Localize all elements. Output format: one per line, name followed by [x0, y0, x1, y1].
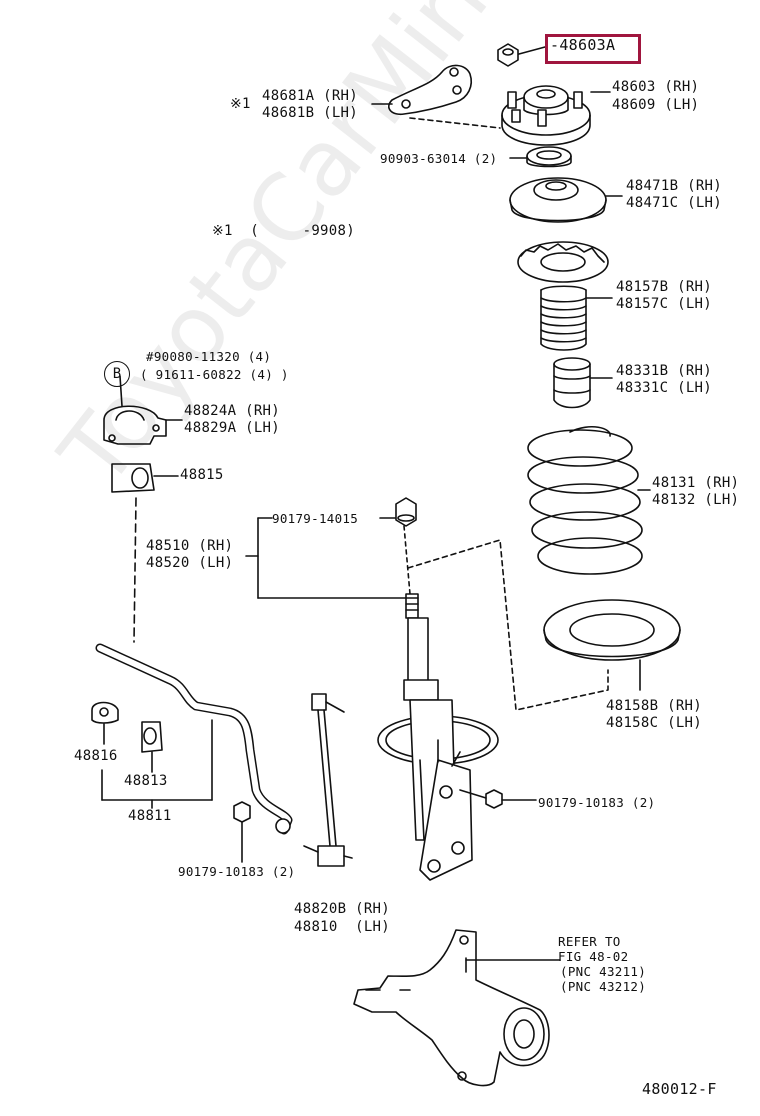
note-line: ※1 ( -9908) [212, 223, 355, 239]
part-48603a-label[interactable]: -48603A [550, 36, 616, 54]
bearing-icon [509, 146, 572, 168]
highlight-box [545, 34, 641, 64]
part-48813-label[interactable]: 48813 [124, 773, 168, 789]
part-48157c-label[interactable]: 48157C (LH) [616, 296, 713, 312]
note-mark: ※1 [230, 96, 251, 112]
bracket-lines [101, 719, 213, 809]
strut-nut-icon [379, 497, 417, 595]
spring-upper-seat-icon [509, 177, 623, 223]
part-90903-label[interactable]: 90903-63014 (2) [380, 151, 498, 166]
support-bracket-icon [371, 64, 501, 129]
part-48829a-label[interactable]: 48829A (LH) [184, 420, 281, 436]
part-48510-label[interactable]: 48510 (RH) [146, 538, 234, 554]
spring-lower-insulator-icon [407, 539, 681, 711]
clamp-icon [91, 701, 119, 745]
part-48157b-label[interactable]: 48157B (RH) [616, 279, 713, 295]
part-48815-label[interactable]: 48815 [180, 467, 224, 483]
part-48609-label[interactable]: 48609 (LH) [612, 97, 700, 113]
refer-line-1[interactable]: REFER TO [558, 934, 621, 949]
stabilizer-link-icon [303, 693, 353, 867]
part-48132-label[interactable]: 48132 (LH) [652, 492, 740, 508]
refer-line-2[interactable]: FIG 48-02 [558, 949, 629, 964]
part-48681b-label[interactable]: 48681B (LH) [262, 105, 359, 121]
strut-leader [245, 517, 407, 599]
refer-line-3: (PNC 43211) [560, 964, 647, 979]
part-91611-label[interactable]: ( 91611-60822 (4) ) [140, 367, 289, 382]
part-48331c-label[interactable]: 48331C (LH) [616, 380, 713, 396]
part-48810-label[interactable]: 48810 (LH) [294, 919, 391, 935]
part-48603-label[interactable]: 48603 (RH) [612, 79, 700, 95]
stabilizer-bar-icon [95, 497, 293, 835]
part-48158c-label[interactable]: 48158C (LH) [606, 715, 703, 731]
part-48816-label[interactable]: 48816 [74, 748, 118, 764]
part-90179-10183-right-label[interactable]: 90179-10183 (2) [538, 795, 656, 810]
part-48158b-label[interactable]: 48158B (RH) [606, 698, 703, 714]
part-90179-14015-label[interactable]: 90179-14015 [272, 511, 359, 526]
part-48331b-label[interactable]: 48331B (RH) [616, 363, 713, 379]
strut-support-icon [501, 85, 611, 146]
part-48820b-label[interactable]: 48820B (RH) [294, 901, 391, 917]
top-nut-icon [497, 43, 546, 67]
bracket-nut-icon [459, 789, 537, 809]
part-48471b-label[interactable]: 48471B (RH) [626, 178, 723, 194]
bump-stopper-icon [553, 357, 613, 409]
figure-code: 480012-F [642, 1080, 717, 1098]
part-48681a-label[interactable]: 48681A (RH) [262, 88, 359, 104]
part-48471c-label[interactable]: 48471C (LH) [626, 195, 723, 211]
steering-knuckle-icon [353, 929, 561, 1087]
shock-absorber-icon [377, 593, 499, 881]
part-90179-10183-left-label[interactable]: 90179-10183 (2) [178, 864, 296, 879]
bushing-bracket-icon [103, 375, 183, 445]
part-48824a-label[interactable]: 48824A (RH) [184, 403, 281, 419]
refer-line-4: (PNC 43212) [560, 979, 647, 994]
bushing-icon [141, 721, 163, 773]
stabilizer-bushing-icon [111, 463, 179, 493]
part-48811-label[interactable]: 48811 [128, 808, 172, 824]
link-nut-icon [233, 801, 251, 863]
part-48131-label[interactable]: 48131 (RH) [652, 475, 740, 491]
part-48520-label[interactable]: 48520 (LH) [146, 555, 234, 571]
part-90080-label[interactable]: #90080-11320 (4) [146, 349, 272, 364]
coil-spring-icon [527, 425, 651, 575]
circle-b-badge: B [104, 361, 130, 387]
dust-boot-icon [517, 241, 613, 351]
